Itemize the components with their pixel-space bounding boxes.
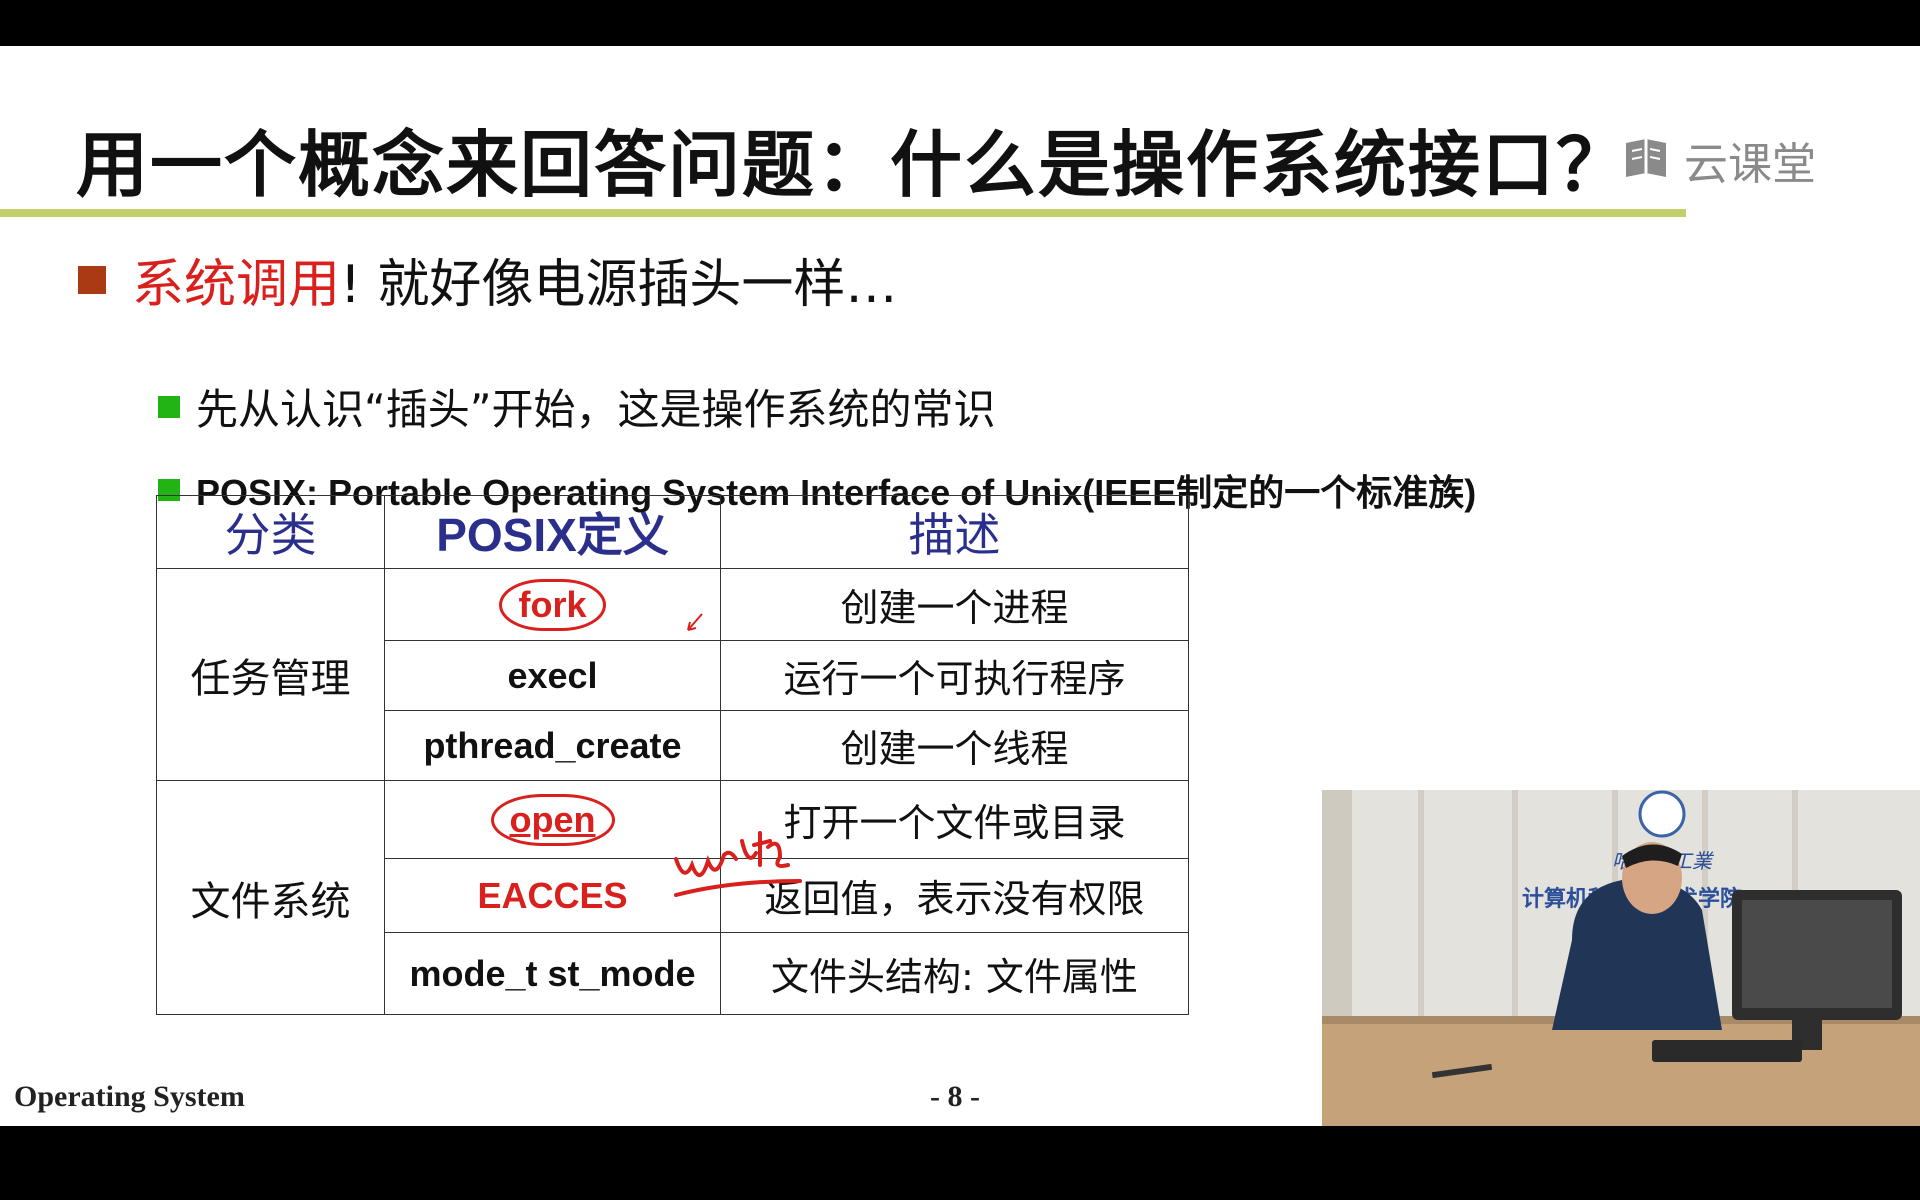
desc-cell: 返回值，表示没有权限 [720, 858, 1189, 933]
lecturer-video-frame: 哈爾濱工業 计算机科学与技术学院 [1322, 790, 1920, 1126]
lecturer-video: 哈爾濱工業 计算机科学与技术学院 [1322, 790, 1920, 1126]
api-pthread-create: pthread_create [384, 710, 721, 781]
api-cell: open [384, 780, 721, 859]
table-row: execl 运行一个可执行程序 [157, 640, 1189, 711]
table-row: pthread_create 创建一个线程 [157, 710, 1189, 781]
bullet2-text: 先从认识“插头”开始，这是操作系统的常识 [196, 385, 996, 434]
table-row: 任务管理 fork 创建一个进程 [156, 568, 1189, 781]
title-rule [0, 209, 1686, 217]
yunketang-logo: 云课堂 [1622, 128, 1816, 192]
category-task: 任务管理 [156, 568, 385, 781]
desc-cell: 创建一个进程 [720, 568, 1189, 641]
api-eacces: EACCES [384, 858, 721, 933]
api-execl: execl [384, 640, 721, 711]
posix-table: 分类 POSIX定义 描述 任务管理 fork 创建一个进程 execl 运行一… [156, 495, 1189, 1015]
table-row: 文件系统 open 打开一个文件或目录 [156, 780, 1189, 1015]
logo-text: 云课堂 [1684, 139, 1816, 190]
table-header-row: 分类 POSIX定义 描述 [156, 495, 1189, 569]
bullet-plug: 先从认识“插头”开始，这是操作系统的常识 [158, 376, 996, 437]
bullet1-text: ! 就好像电源插头一样… [340, 255, 898, 315]
api-cell: fork [384, 568, 721, 641]
footer-course: Operating System [14, 1080, 245, 1113]
desc-cell: 文件头结构: 文件属性 [720, 932, 1189, 1015]
api-open: open [490, 793, 615, 846]
desc-cell: 打开一个文件或目录 [720, 780, 1189, 859]
header-category: 分类 [156, 495, 385, 569]
book-icon [1626, 139, 1666, 177]
desc-cell: 创建一个线程 [720, 710, 1189, 781]
bullet-square-icon [78, 265, 106, 294]
slide: 用一个概念来回答问题：什么是操作系统接口？ 云课堂 系统调用 ! 就好像电源插头… [0, 46, 1920, 1126]
api-fork: fork [499, 578, 606, 631]
header-posix: POSIX定义 [384, 495, 721, 569]
header-desc: 描述 [720, 495, 1189, 569]
table-row: mode_t st_mode 文件头结构: 文件属性 [157, 932, 1189, 1015]
category-fs: 文件系统 [156, 780, 385, 1015]
bullet-square-icon [158, 395, 180, 418]
bullet1-highlight: 系统调用 [132, 255, 341, 315]
bullet-system-call: 系统调用 ! 就好像电源插头一样… [78, 242, 897, 317]
api-mode-t: mode_t st_mode [384, 932, 721, 1015]
footer-page-number: - 8 - [930, 1080, 980, 1113]
desc-cell: 运行一个可执行程序 [720, 640, 1189, 711]
pen-cursor-icon [687, 613, 703, 631]
slide-title: 用一个概念来回答问题：什么是操作系统接口？ [76, 123, 1631, 207]
